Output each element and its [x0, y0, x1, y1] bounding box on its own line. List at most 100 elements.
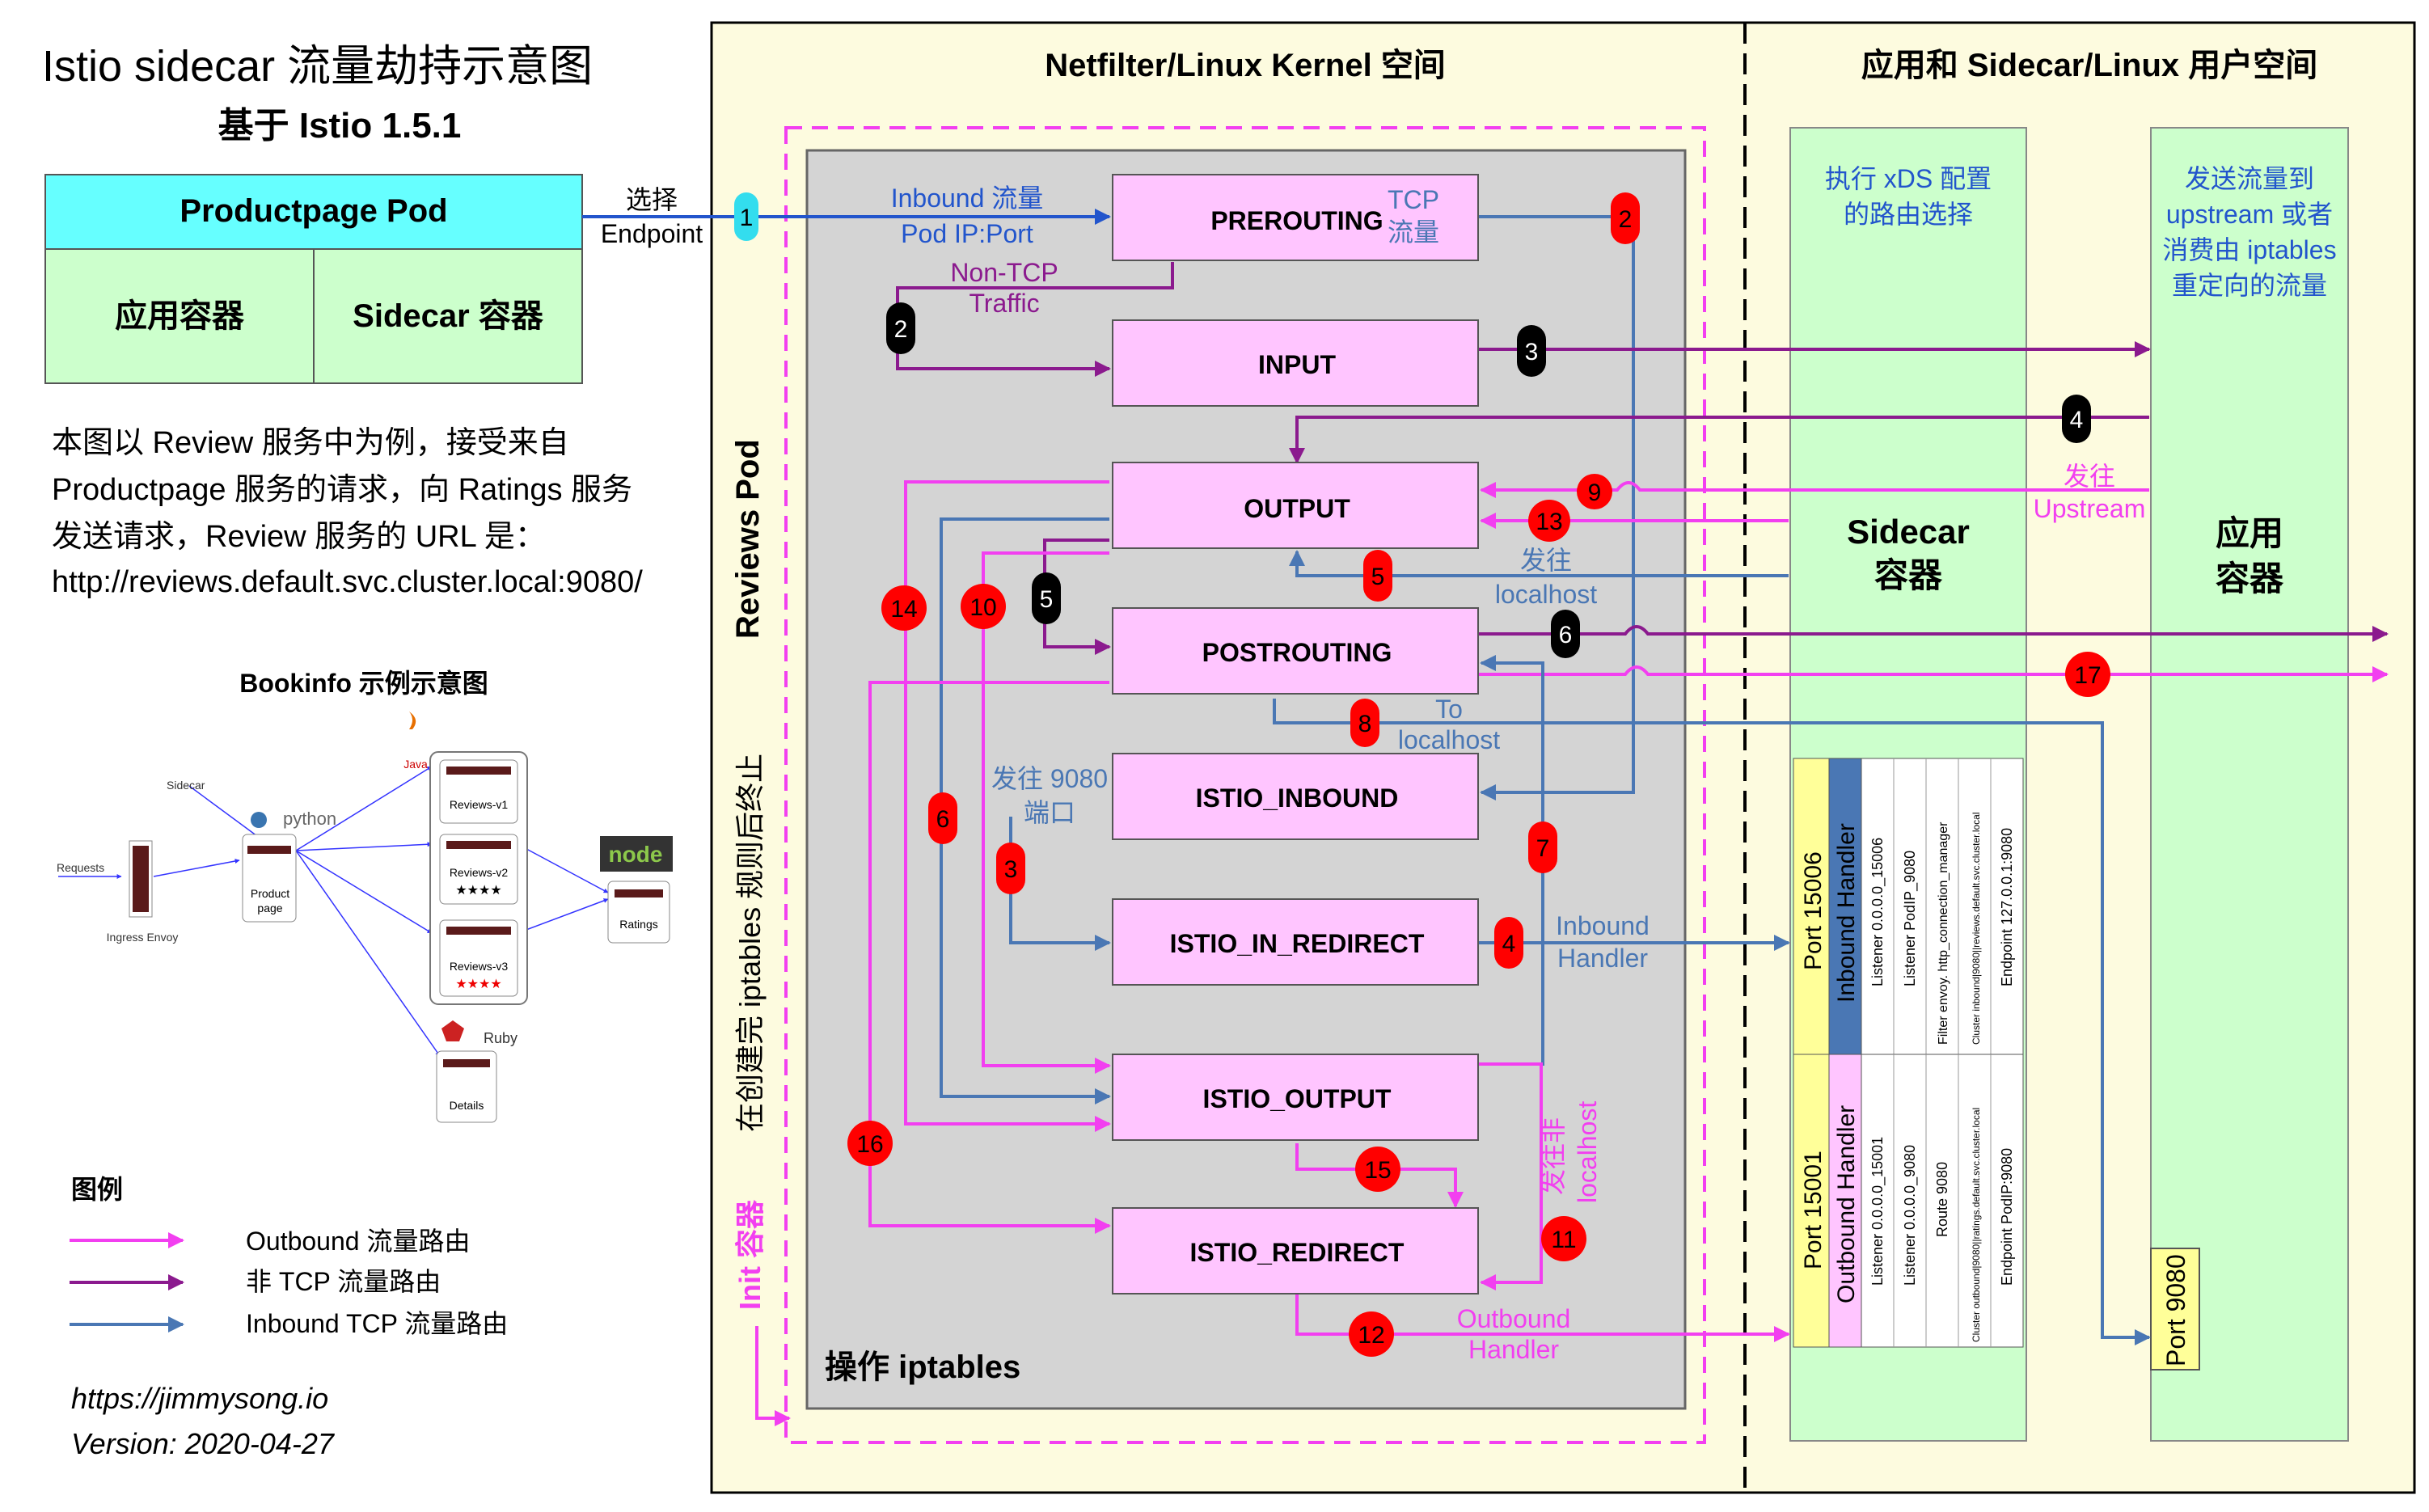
to-localhost-label-2: localhost — [1398, 725, 1500, 754]
chain-prerouting: PREROUTING — [1112, 174, 1479, 261]
arrow-postrouting-to-upstream — [1478, 625, 2389, 642]
bookinfo-review-v2: Reviews-v2 — [450, 866, 509, 879]
to-localhost-label-1: To — [1435, 695, 1463, 724]
arrow-step-16 — [868, 681, 1111, 1234]
bookinfo-ruby-label: Ruby — [484, 1030, 517, 1046]
init-note: 在创建完 iptables 规则后终止 — [733, 754, 767, 1132]
outbound-col-route: Route 9080 — [1934, 1162, 1950, 1237]
app-port-9080 — [2150, 1248, 2200, 1371]
envoy-inbound-table: Port 15006 Inbound Handler Listener 0.0.… — [1793, 758, 2024, 1055]
bookinfo-productpage-label-1: Product — [251, 887, 289, 900]
step-7-number: 7 — [1536, 835, 1550, 862]
step-14-number: 14 — [890, 596, 917, 623]
description-line-2: Productpage 服务的请求，向 Ratings 服务 — [52, 473, 632, 507]
bookinfo-productpage-label-2: page — [257, 902, 282, 914]
inbound-col-cluster: Cluster inbound|9080||reviews.default.sv… — [1971, 812, 1982, 1045]
arrow-redirect-to-outbound-handler — [1295, 1292, 1790, 1342]
python-icon — [251, 812, 267, 828]
diagram-subtitle: 基于 Istio 1.5.1 — [218, 106, 462, 146]
bookinfo-review-v3-stars: ★★★★ — [455, 978, 501, 991]
productpage-pod: Productpage Pod 应用容器 Sidecar 容器 — [44, 174, 583, 384]
step-12-badge: 12 — [1349, 1311, 1394, 1357]
bookinfo-node-label: node — [609, 842, 663, 867]
inbound-traffic-label: Inbound 流量 — [891, 184, 1044, 213]
init-container-arrow — [755, 1326, 791, 1426]
app-box-label-2: 容器 — [2216, 560, 2284, 598]
bookinfo-review-v1: Reviews-v1 — [450, 798, 509, 811]
productpage-sidecar-container: Sidecar 容器 — [353, 298, 544, 334]
select-label: 选择 — [626, 185, 678, 214]
arrow-sidecar-localhost — [1289, 550, 1789, 577]
chain-prerouting-label: PREROUTING — [1210, 206, 1383, 235]
arrow-postrouting-to-17 — [1478, 665, 2389, 682]
step-16-number: 16 — [856, 1131, 883, 1158]
app-box-label-1: 应用 — [2216, 514, 2283, 552]
send-localhost-label-1: 发往 — [1520, 546, 1572, 575]
tcp-label: TCP — [1388, 185, 1439, 214]
step-15-number: 15 — [1364, 1157, 1391, 1184]
bookinfo-java-label: Java — [403, 758, 428, 771]
inbound-handler-label: Inbound Handler — [1833, 823, 1860, 1003]
nonlocal-label-1: 发往非 — [1539, 1117, 1568, 1195]
outbound-port-label: Port 15001 — [1800, 1151, 1827, 1269]
productpage-app-container: 应用容器 — [115, 298, 245, 334]
step-9-number: 9 — [1588, 479, 1602, 506]
tcp-traffic-label: 流量 — [1388, 218, 1439, 247]
user-space-title: 应用和 Sidecar/Linux 用户空间 — [1861, 48, 2318, 83]
diagram-title: Istio sidecar 流量劫持示意图 — [42, 42, 593, 91]
bookinfo-sidecar-label: Sidecar — [167, 779, 205, 792]
chain-input-label: INPUT — [1258, 350, 1336, 379]
footer-version: Version: 2020-04-27 — [71, 1427, 336, 1460]
chain-output-label: OUTPUT — [1244, 494, 1350, 523]
send-9080-label-1: 发往 9080 — [991, 764, 1108, 793]
step-5-badge-blue: 5 — [1363, 550, 1392, 602]
step-16-badge: 16 — [847, 1121, 893, 1166]
node-logo — [600, 836, 673, 872]
bookinfo-ingress-label: Ingress Envoy — [107, 931, 179, 944]
step-13-badge: 13 — [1528, 500, 1570, 542]
bookinfo-python-label: python — [283, 809, 336, 829]
chain-istio-inbound-label: ISTIO_INBOUND — [1196, 783, 1399, 813]
chain-input: INPUT — [1112, 319, 1479, 407]
bookinfo-review-boxes: Reviews-v1 Reviews-v2 ★★★★ Reviews-v3 ★★… — [439, 759, 518, 997]
description-line-1: 本图以 Review 服务中为例，接受来自 — [52, 426, 569, 460]
step-10-badge: 10 — [961, 584, 1006, 629]
send-localhost-label-2: localhost — [1495, 580, 1597, 609]
inbound-col-filter: Filter envoy. http_connection_manager — [1937, 821, 1950, 1045]
arrow-nontcp-to-input — [896, 262, 1174, 377]
step-5b-number: 5 — [1371, 564, 1385, 590]
iptables-label: 操作 iptables — [825, 1349, 1020, 1385]
step-2-badge-a: 2 — [1611, 192, 1640, 244]
kernel-space-title: Netfilter/Linux Kernel 空间 — [1045, 48, 1446, 83]
step-2b-number: 2 — [894, 316, 908, 343]
arrow-app-upstream-to-output — [1480, 481, 2149, 498]
chain-istio-in-redirect-label: ISTIO_IN_REDIRECT — [1170, 929, 1425, 958]
outbound-col-cluster: Cluster outbound|9080||ratings.default.s… — [1971, 1108, 1982, 1342]
arrow-istio-output-to-redirect — [1478, 1062, 1543, 1290]
step-11-number: 11 — [1551, 1227, 1576, 1253]
step-3b-number: 3 — [1004, 856, 1018, 883]
step-1-badge: 1 — [734, 192, 758, 241]
step-11-badge: 11 — [1541, 1216, 1586, 1261]
step-badges: 1 2 2 3 3 4 4 5 5 6 6 7 8 9 10 11 12 13 … — [734, 192, 2110, 1357]
app-port-label: Port 9080 — [2161, 1254, 2190, 1366]
inbound-col-listener-9080: Listener PodIP_9080 — [1902, 851, 1919, 986]
arrow-output-to-istio-output-pink — [982, 551, 1111, 1074]
endpoint-label: Endpoint — [601, 219, 703, 248]
chain-postrouting-label: POSTROUTING — [1202, 638, 1392, 667]
inbound-col-endpoint: Endpoint 127.0.0.1:9080 — [1999, 828, 2015, 986]
legend-outbound: Outbound 流量路由 — [246, 1227, 470, 1256]
init-container-label: Init 容器 — [733, 1199, 767, 1310]
bookinfo-review-v2-stars: ★★★★ — [455, 884, 501, 897]
step-5-badge-purple: 5 — [1032, 572, 1061, 624]
step-3-badge-b: 3 — [996, 843, 1025, 894]
step-4-badge-b: 4 — [1494, 917, 1523, 969]
step-2-badge-b: 2 — [886, 302, 915, 354]
outbound-handler-edge-label-2: Handler — [1468, 1335, 1559, 1364]
arrow-app-to-output — [1289, 416, 2149, 464]
app-box-desc-1: 发送流量到 — [2185, 164, 2314, 193]
sidecar-box-label-2: 容器 — [1874, 556, 1943, 594]
arrow-prerouting-to-inbound — [1478, 215, 1635, 800]
step-2a-number: 2 — [1619, 206, 1633, 233]
